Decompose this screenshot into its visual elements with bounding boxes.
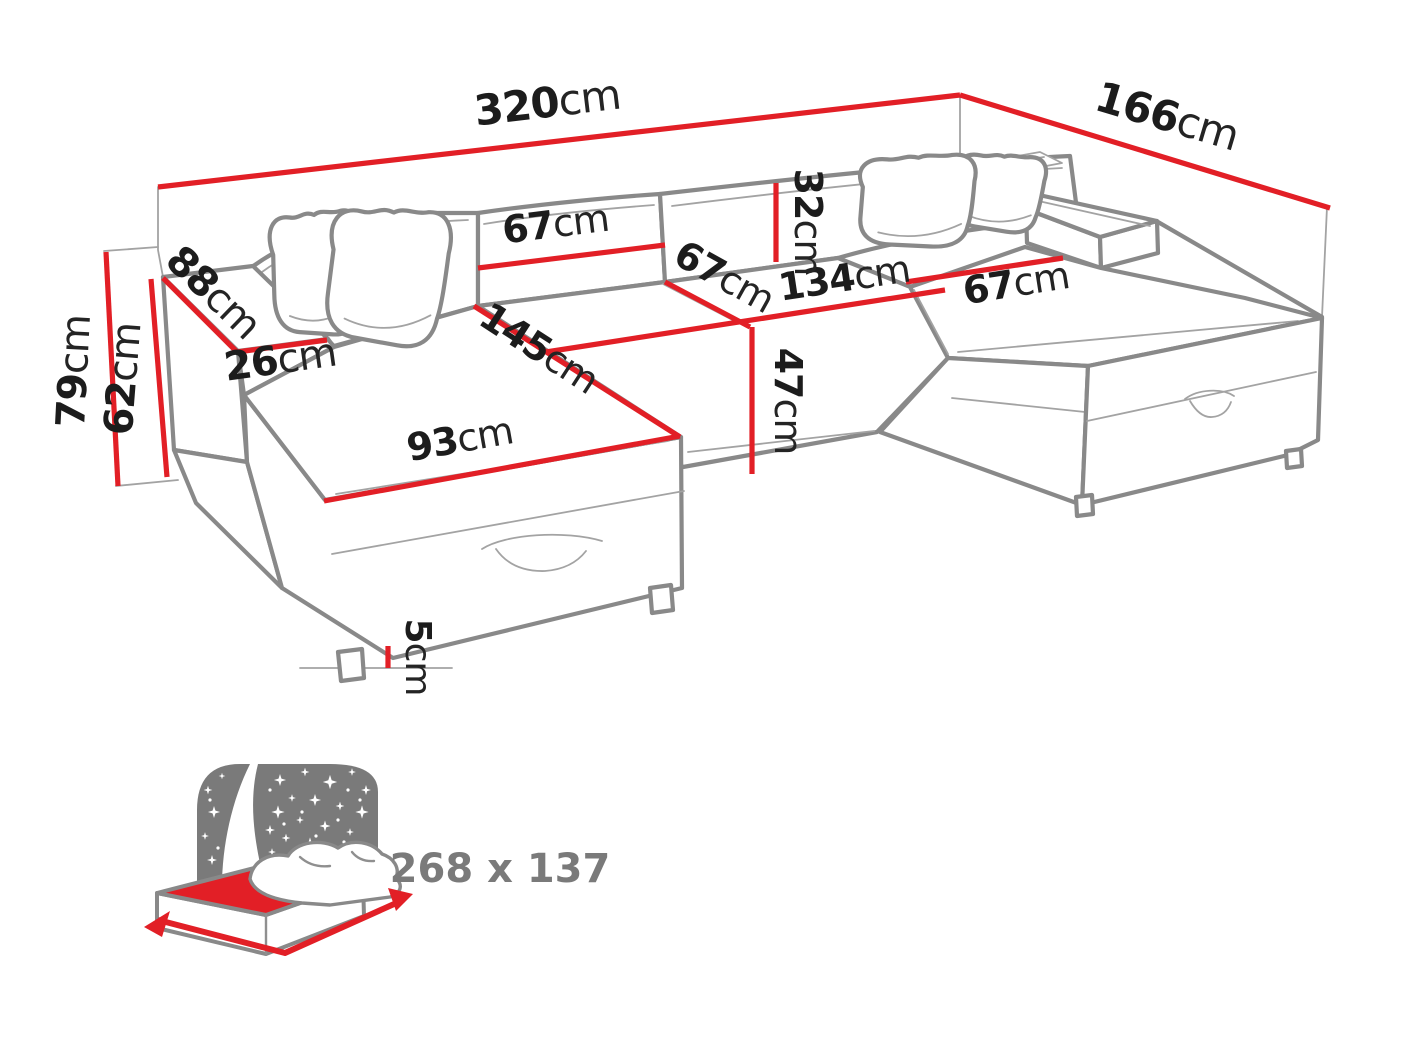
unfold-arrow-shaft	[157, 897, 405, 956]
dim-line-center-seat-width	[545, 287, 946, 355]
sofa-bed-icon: 268 x 137	[144, 764, 611, 956]
left-chaise-leg-front	[335, 646, 367, 684]
dim-line-armrest-width	[236, 337, 328, 355]
dim-line-seat-depth	[663, 279, 752, 330]
right-chaise-leg-side	[1283, 446, 1305, 471]
height-tick-bottom	[115, 479, 179, 487]
dim-label-seat-height: 47cm	[766, 348, 810, 455]
star-dot	[346, 788, 350, 792]
middle-front-seam	[687, 430, 875, 453]
dim-line-total-width	[157, 92, 961, 190]
dim-line-total-height	[103, 251, 121, 487]
pillow	[857, 153, 979, 250]
star-dot	[216, 846, 220, 850]
unfold-arrow-head-left	[144, 911, 170, 937]
right-chaise-seam-right	[1086, 371, 1317, 422]
bed-blanket	[248, 840, 402, 907]
dim-line-total-depth	[959, 92, 1331, 211]
right-seat-corner-line	[913, 289, 949, 355]
star-dot	[268, 788, 272, 792]
sleeping-area-label: 268 x 137	[390, 846, 611, 892]
dim-label-leg-height: 5cm	[397, 619, 438, 696]
dim-label-backrest-height: 32cm	[786, 169, 830, 276]
left-storage-flap-line	[331, 490, 685, 555]
wall-corner-right	[1321, 206, 1328, 318]
right-chaise-front-right	[1079, 315, 1325, 508]
left-storage-handle	[481, 533, 603, 572]
dim-label-center-seat-width: 134cm	[775, 247, 912, 310]
right-armrest-top-line	[1033, 199, 1151, 227]
dim-line-backrest-width	[477, 242, 666, 271]
room-frame	[103, 94, 1328, 669]
right-chaise-leg-front	[1073, 492, 1096, 519]
right-chaise	[877, 244, 1325, 519]
dim-line-right-seat-width	[905, 255, 1064, 285]
dimension-lines	[103, 92, 1331, 668]
star-dot	[300, 810, 304, 814]
dim-label-backrest-width: 67cm	[500, 196, 611, 253]
unfold-arrow-head-right	[388, 888, 413, 911]
left-chaise	[160, 263, 685, 684]
bed-blanket-folds	[298, 850, 376, 868]
left-chaise-leg-side	[647, 582, 676, 616]
right-wall-top-edge	[1155, 219, 1325, 320]
sofa-outline	[160, 152, 1325, 684]
star-dot	[358, 798, 362, 802]
star-dot	[208, 798, 212, 802]
dim-label-armrest-width: 26cm	[221, 330, 339, 391]
dim-label-armrest-height: 62cm	[96, 321, 151, 437]
dim-line-armrest-height	[148, 278, 170, 478]
right-seat-cushion-line	[957, 320, 1299, 353]
dim-label-total-width: 320cm	[472, 70, 623, 136]
wall-corner-left	[157, 186, 164, 278]
star-dot	[336, 818, 340, 822]
dim-label-total-height: 79cm	[48, 314, 100, 429]
star-dot	[282, 822, 286, 826]
dim-line-chaise-length	[472, 303, 682, 440]
dim-label-chaise-width: 93cm	[403, 408, 516, 470]
right-chaise-seam-left	[951, 397, 1086, 413]
right-storage-handle	[1184, 389, 1235, 418]
night-sky-crescent	[197, 764, 250, 900]
dim-label-right-seat-width: 67cm	[960, 253, 1072, 313]
pillow	[326, 208, 452, 348]
height-tick-top	[103, 246, 159, 252]
center-backrest-edge-line	[483, 204, 655, 225]
dim-line-chaise-width	[323, 433, 681, 504]
dim-line-armrest-length	[161, 276, 239, 354]
star-dot	[314, 834, 318, 838]
